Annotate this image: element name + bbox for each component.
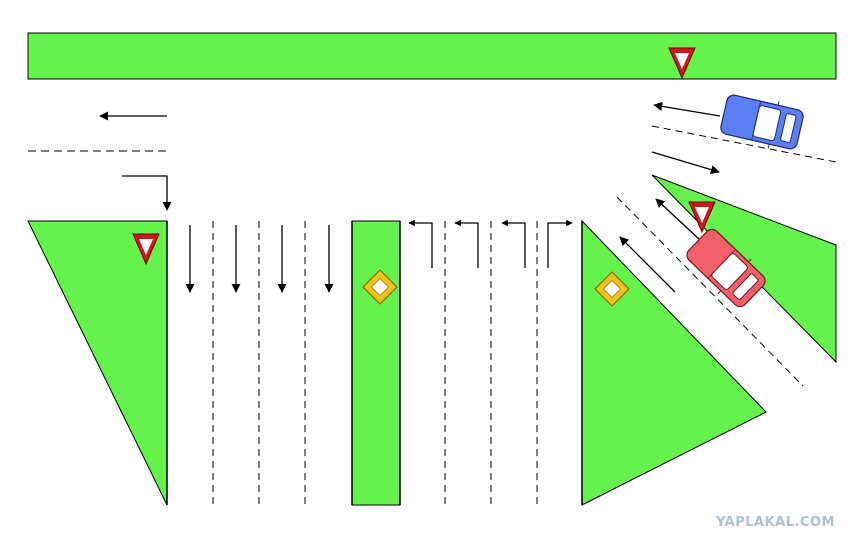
arrow-to-upper-left (653, 101, 721, 117)
upper-right-dashed-line (651, 125, 837, 163)
watermark: YAPLAKAL.COM (716, 515, 835, 530)
priority-road-sign-icon (594, 271, 630, 307)
arrow-up-turn-right (547, 219, 573, 268)
direction-arrows (99, 101, 721, 293)
arrow-up-turn-left (454, 219, 479, 268)
top-green-strip (27, 32, 837, 80)
diagonal-road-dashed-line (616, 196, 804, 387)
road-markings (28, 125, 837, 505)
yield-sign-icon (668, 47, 696, 80)
center-green-median (351, 220, 401, 506)
yield-sign-icon (132, 233, 160, 266)
yield-sign-icon (688, 201, 716, 234)
arrow-up-turn-left (408, 219, 433, 268)
arrow-to-lower-right (651, 151, 720, 175)
arrow-diagonal-up (619, 236, 676, 293)
priority-road-sign-icon (362, 269, 398, 305)
arrow-turn-down (122, 175, 172, 211)
red-car-icon (686, 228, 766, 308)
blue-car-icon (720, 94, 804, 150)
arrow-diagonal-up (655, 198, 701, 241)
arrow-up-turn-left (501, 219, 526, 268)
